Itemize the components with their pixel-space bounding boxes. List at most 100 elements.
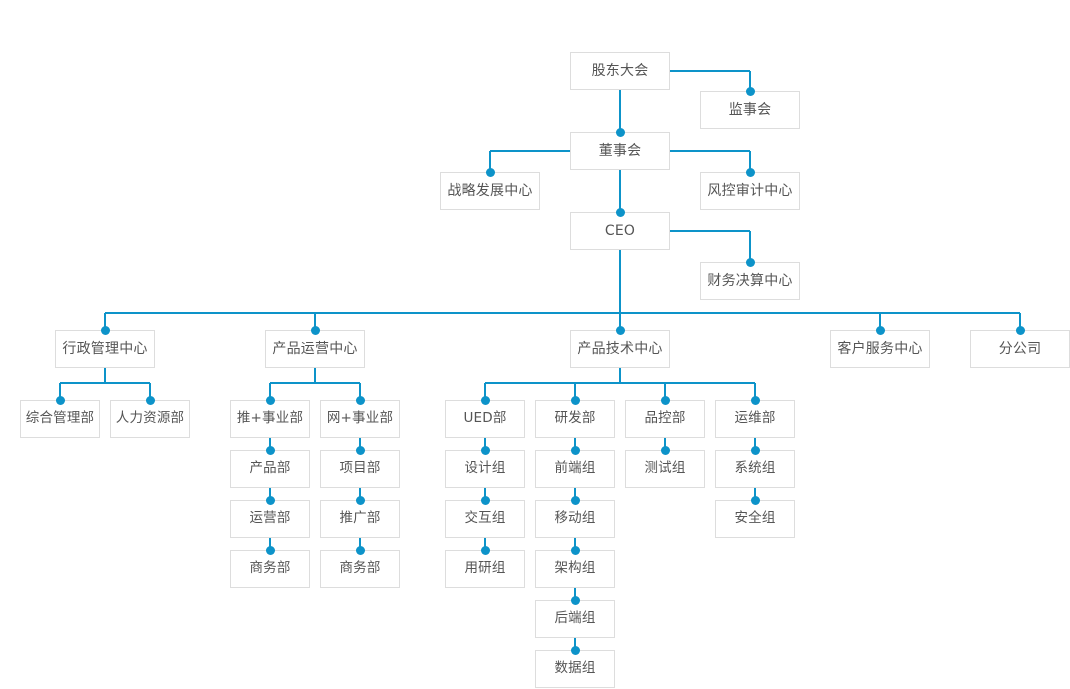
org-node[interactable]: 后端组: [535, 600, 615, 638]
org-node[interactable]: 董事会: [570, 132, 670, 170]
org-node[interactable]: 推广部: [320, 500, 400, 538]
org-node[interactable]: CEO: [570, 212, 670, 250]
org-node[interactable]: 网+事业部: [320, 400, 400, 438]
org-node[interactable]: 系统组: [715, 450, 795, 488]
connector-line: [314, 313, 316, 330]
org-node[interactable]: 设计组: [445, 450, 525, 488]
connector-line: [104, 313, 106, 330]
connector-dot: [310, 325, 320, 335]
org-node[interactable]: 商务部: [320, 550, 400, 588]
connector-dot: [100, 325, 110, 335]
org-node[interactable]: 综合管理部: [20, 400, 100, 438]
org-node[interactable]: 前端组: [535, 450, 615, 488]
connector-dot: [55, 395, 65, 405]
connector-line: [489, 151, 491, 172]
connector-line: [664, 438, 666, 450]
org-node[interactable]: UED部: [445, 400, 525, 438]
org-node[interactable]: 研发部: [535, 400, 615, 438]
connector-line: [104, 368, 106, 383]
connector-dot: [265, 395, 275, 405]
connector-dot: [660, 395, 670, 405]
org-node[interactable]: 测试组: [625, 450, 705, 488]
org-node[interactable]: 监事会: [700, 91, 800, 129]
connector-line: [484, 538, 486, 550]
connector-line: [619, 368, 621, 383]
connector-dot: [485, 167, 495, 177]
connector-dot: [745, 257, 755, 267]
connector-dot: [355, 445, 365, 455]
connector-line: [485, 382, 755, 384]
connector-dot: [265, 545, 275, 555]
connector-dot: [1015, 325, 1025, 335]
connector-line: [484, 488, 486, 500]
org-node[interactable]: 商务部: [230, 550, 310, 588]
org-node[interactable]: 行政管理中心: [55, 330, 155, 368]
connector-dot: [570, 395, 580, 405]
connector-dot: [570, 495, 580, 505]
connector-line: [749, 151, 751, 172]
org-node[interactable]: 安全组: [715, 500, 795, 538]
connector-line: [60, 382, 150, 384]
org-node[interactable]: 数据组: [535, 650, 615, 688]
org-node[interactable]: 运维部: [715, 400, 795, 438]
org-node[interactable]: 风控审计中心: [700, 172, 800, 210]
org-node[interactable]: 产品运营中心: [265, 330, 365, 368]
org-node[interactable]: 产品技术中心: [570, 330, 670, 368]
connector-line: [484, 383, 486, 400]
connector-line: [574, 488, 576, 500]
connector-line: [359, 488, 361, 500]
connector-line: [359, 383, 361, 400]
connector-line: [269, 538, 271, 550]
connector-line: [105, 312, 1020, 314]
org-node[interactable]: 移动组: [535, 500, 615, 538]
connector-dot: [745, 167, 755, 177]
connector-dot: [745, 86, 755, 96]
org-node[interactable]: 分公司: [970, 330, 1070, 368]
connector-dot: [570, 645, 580, 655]
org-node[interactable]: 交互组: [445, 500, 525, 538]
connector-line: [1019, 313, 1021, 330]
org-node[interactable]: 推+事业部: [230, 400, 310, 438]
org-node[interactable]: 项目部: [320, 450, 400, 488]
connector-line: [269, 383, 271, 400]
connector-dot: [660, 445, 670, 455]
org-node[interactable]: 运营部: [230, 500, 310, 538]
connector-line: [619, 90, 621, 132]
connector-dot: [615, 325, 625, 335]
connector-line: [879, 313, 881, 330]
org-node[interactable]: 股东大会: [570, 52, 670, 90]
org-node[interactable]: 战略发展中心: [440, 172, 540, 210]
connector-line: [619, 313, 621, 330]
org-node[interactable]: 财务决算中心: [700, 262, 800, 300]
connector-dot: [145, 395, 155, 405]
connector-dot: [480, 445, 490, 455]
connector-dot: [750, 495, 760, 505]
connector-dot: [750, 445, 760, 455]
connector-line: [484, 438, 486, 450]
connector-dot: [355, 395, 365, 405]
connector-line: [359, 438, 361, 450]
org-node[interactable]: 架构组: [535, 550, 615, 588]
connector-line: [359, 538, 361, 550]
connector-dot: [875, 325, 885, 335]
org-node[interactable]: 品控部: [625, 400, 705, 438]
connector-line: [314, 368, 316, 383]
org-node[interactable]: 用研组: [445, 550, 525, 588]
connector-line: [59, 383, 61, 400]
connector-dot: [570, 595, 580, 605]
connector-dot: [615, 207, 625, 217]
connector-line: [270, 382, 360, 384]
connector-line: [749, 71, 751, 91]
org-node[interactable]: 产品部: [230, 450, 310, 488]
connector-line: [574, 588, 576, 600]
connector-dot: [355, 495, 365, 505]
connector-line: [619, 250, 621, 313]
connector-line: [670, 70, 750, 72]
connector-line: [269, 438, 271, 450]
connector-line: [149, 383, 151, 400]
connector-dot: [615, 127, 625, 137]
connector-dot: [265, 445, 275, 455]
org-node[interactable]: 人力资源部: [110, 400, 190, 438]
org-node[interactable]: 客户服务中心: [830, 330, 930, 368]
connector-line: [749, 231, 751, 262]
